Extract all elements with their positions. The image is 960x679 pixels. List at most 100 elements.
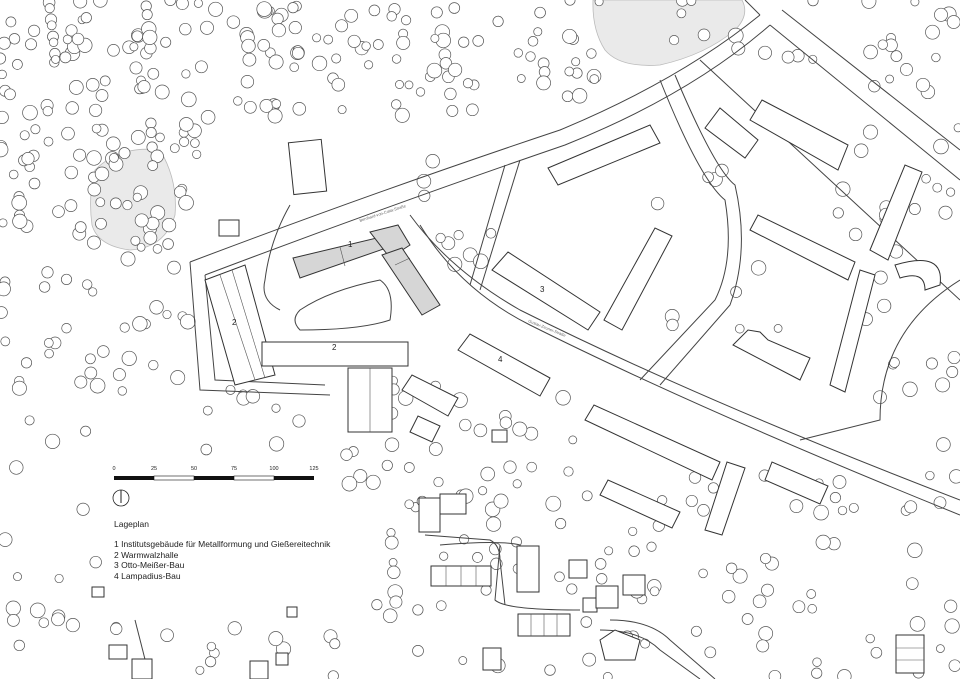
tree — [327, 670, 339, 679]
tree — [480, 466, 495, 482]
tree — [387, 565, 401, 579]
tree — [730, 286, 742, 298]
tree — [781, 50, 795, 64]
tree — [412, 604, 424, 616]
tree — [462, 78, 474, 89]
tree — [394, 107, 410, 123]
tree — [94, 166, 110, 181]
tree — [68, 80, 84, 95]
tree — [944, 599, 958, 613]
tree — [271, 23, 286, 38]
tree — [526, 461, 537, 473]
tree — [731, 41, 746, 56]
tree — [473, 253, 489, 270]
tree — [563, 466, 574, 477]
tree — [178, 195, 194, 211]
tree — [685, 494, 698, 508]
tree — [571, 57, 581, 67]
building-4 — [457, 333, 551, 397]
tree — [425, 154, 440, 169]
tree — [396, 35, 411, 50]
tree — [110, 622, 123, 635]
tree — [134, 213, 149, 228]
tree — [900, 63, 913, 76]
tree — [944, 618, 960, 634]
scale-tick-label: 50 — [191, 466, 197, 472]
tree — [906, 577, 919, 590]
tree — [444, 87, 457, 101]
tree — [492, 15, 504, 27]
tree — [245, 389, 261, 404]
tree — [38, 281, 51, 293]
tree — [948, 659, 960, 672]
tree — [365, 474, 381, 490]
tree — [147, 67, 160, 80]
tree — [271, 403, 281, 413]
tree — [758, 626, 774, 641]
tree — [22, 104, 38, 121]
tree — [8, 169, 19, 180]
tree — [554, 571, 565, 583]
tree — [395, 80, 404, 89]
tree — [722, 590, 736, 604]
tree — [271, 99, 282, 109]
tree — [908, 203, 921, 215]
tree — [59, 51, 72, 64]
tree — [130, 130, 146, 145]
tree — [848, 502, 859, 513]
tree — [536, 75, 551, 91]
tree — [544, 664, 556, 676]
tree — [807, 604, 817, 614]
tree — [938, 205, 953, 220]
scale-segment — [153, 475, 195, 481]
legend-item: 4 Lampadius-Bau — [114, 570, 181, 581]
tree — [404, 80, 414, 90]
legend-item: 3 Otto-Meißer-Bau — [114, 560, 185, 570]
tree — [347, 34, 361, 48]
tree — [936, 437, 951, 452]
tree — [152, 244, 163, 254]
tree — [131, 30, 144, 42]
tree — [60, 273, 73, 285]
tree — [493, 493, 509, 509]
tree — [54, 573, 64, 584]
tree — [430, 6, 443, 19]
tree — [208, 1, 224, 17]
tree — [142, 29, 158, 45]
tree — [835, 181, 851, 197]
tree — [0, 306, 8, 319]
tree — [907, 542, 923, 558]
tree — [865, 633, 875, 644]
pond-north — [592, 0, 746, 66]
tree — [160, 36, 172, 48]
tree — [259, 99, 274, 113]
tree — [401, 15, 412, 26]
tree — [65, 101, 79, 115]
tree — [925, 24, 940, 40]
tree — [472, 552, 483, 563]
tree — [106, 136, 121, 152]
tree — [5, 600, 21, 616]
tree — [28, 24, 41, 37]
tree — [848, 227, 863, 242]
tree — [391, 99, 402, 110]
tree — [854, 143, 869, 158]
tree — [433, 476, 444, 488]
tree — [386, 528, 396, 538]
tree — [329, 638, 341, 650]
tree — [512, 479, 522, 489]
tree — [122, 200, 133, 211]
street-label-south: Gustav-Zeuner-Straße — [528, 318, 568, 338]
tree — [946, 187, 956, 197]
tree — [353, 469, 368, 484]
tree — [340, 448, 353, 461]
tree — [87, 182, 102, 197]
tree — [64, 165, 78, 180]
tree — [459, 418, 472, 432]
scale-tick-label: 25 — [151, 466, 157, 472]
scale-segment — [233, 475, 275, 481]
tree — [291, 46, 305, 60]
